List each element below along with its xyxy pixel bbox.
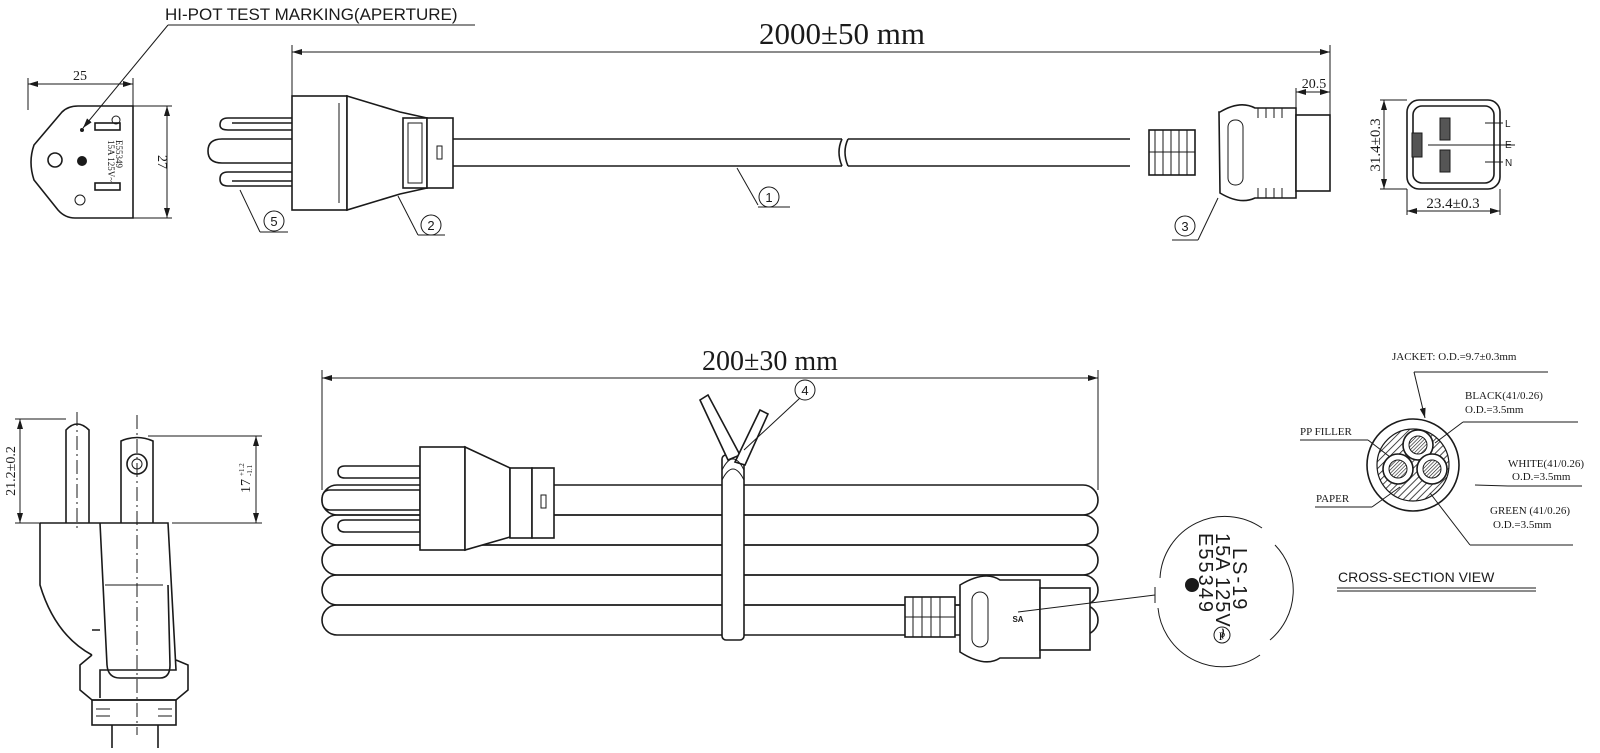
marking-rating: 15A 125V~ — [1211, 533, 1233, 640]
jacket-label: JACKET: O.D.=9.7±0.3mm — [1392, 351, 1517, 363]
dim-bundle-length: 200±30 mm — [321, 346, 1099, 490]
paper-label: PAPER — [1316, 493, 1350, 505]
svg-text:5: 5 — [270, 214, 277, 229]
coiled-connector: SA — [904, 575, 1156, 663]
white-od-label: O.D.=3.5mm — [1512, 471, 1571, 483]
plug-face-file-no: E55349 — [114, 140, 124, 168]
marking-p: P — [1219, 629, 1226, 643]
connector-side-view: 20.5 — [1148, 77, 1331, 202]
callout-1: 1 — [736, 167, 790, 208]
cable — [453, 138, 1130, 167]
svg-text:1: 1 — [765, 190, 772, 205]
dim-prong-length: 21.2±0.2 — [4, 446, 19, 496]
connector-end-view: L E N 31.4±0.3 23.4±0.3 — [1368, 99, 1515, 215]
pin-label-e: E — [1505, 140, 1512, 151]
svg-text:200±30 mm: 200±30 mm — [702, 346, 838, 377]
plug-face-rating: 15A 125V~ — [106, 140, 116, 182]
dim-connector-depth: 20.5 — [1302, 77, 1327, 92]
marking-model: LS-19 — [1228, 548, 1250, 611]
dim-ground-pin-length: 17 +1.2 -1.1 — [238, 463, 254, 493]
dim-connector-width: 23.4±0.3 — [1426, 196, 1479, 212]
green-od-label: O.D.=3.5mm — [1493, 519, 1552, 531]
marking-file-no: E55349 — [1194, 533, 1216, 614]
dim-total-length: 2000±50 mm — [291, 16, 1331, 125]
svg-text:2000±50 mm: 2000±50 mm — [759, 16, 925, 51]
svg-text:-1.1: -1.1 — [246, 464, 254, 476]
black-od-label: O.D.=3.5mm — [1465, 404, 1524, 416]
dim-connector-height: 31.4±0.3 — [1368, 118, 1384, 171]
svg-text:17: 17 — [239, 479, 254, 493]
dim-plug-height: 27 — [154, 155, 169, 169]
svg-text:2: 2 — [427, 218, 434, 233]
hipot-label: HI-POT TEST MARKING(APERTURE) — [165, 5, 458, 24]
plug-front-view: 15A 125V~ E55349 25 27 — [27, 69, 172, 219]
csa-logo-icon — [77, 156, 87, 166]
black-conductor-label: BLACK(41/0.26) — [1465, 390, 1543, 402]
plug-profile-view: 21.2±0.2 17 +1.2 -1.1 — [4, 412, 262, 748]
pp-filler-label: PP FILLER — [1300, 426, 1353, 438]
coiled-plug — [321, 445, 555, 552]
callout-3: 3 — [1172, 197, 1219, 241]
callout-2: 2 — [397, 195, 445, 236]
cable-tie: 4 — [698, 379, 816, 641]
pin-label-n: N — [1505, 158, 1512, 169]
csa-logo-icon — [1185, 578, 1199, 592]
coiled-cable — [321, 484, 1099, 636]
callout-4: 4 — [801, 383, 808, 398]
pin-label-l: L — [1505, 119, 1511, 130]
cross-section-view: JACKET: O.D.=9.7±0.3mm BLACK(41/0.26) O.… — [1300, 351, 1584, 592]
dim-plug-width: 25 — [73, 69, 87, 84]
svg-text:+1.2: +1.2 — [238, 463, 246, 476]
connector-marking-callout: LS-19 15A 125V~ E55349 P — [1154, 515, 1294, 668]
svg-text:3: 3 — [1181, 219, 1188, 234]
csa-logo-icon: SA — [1012, 615, 1023, 624]
green-conductor-label: GREEN (41/0.26) — [1490, 505, 1570, 517]
cross-section-title: CROSS-SECTION VIEW — [1338, 569, 1495, 585]
plug-side-view — [207, 94, 454, 212]
hipot-annotation: HI-POT TEST MARKING(APERTURE) — [82, 5, 475, 129]
callout-5: 5 — [239, 189, 288, 233]
white-conductor-label: WHITE(41/0.26) — [1508, 458, 1584, 470]
